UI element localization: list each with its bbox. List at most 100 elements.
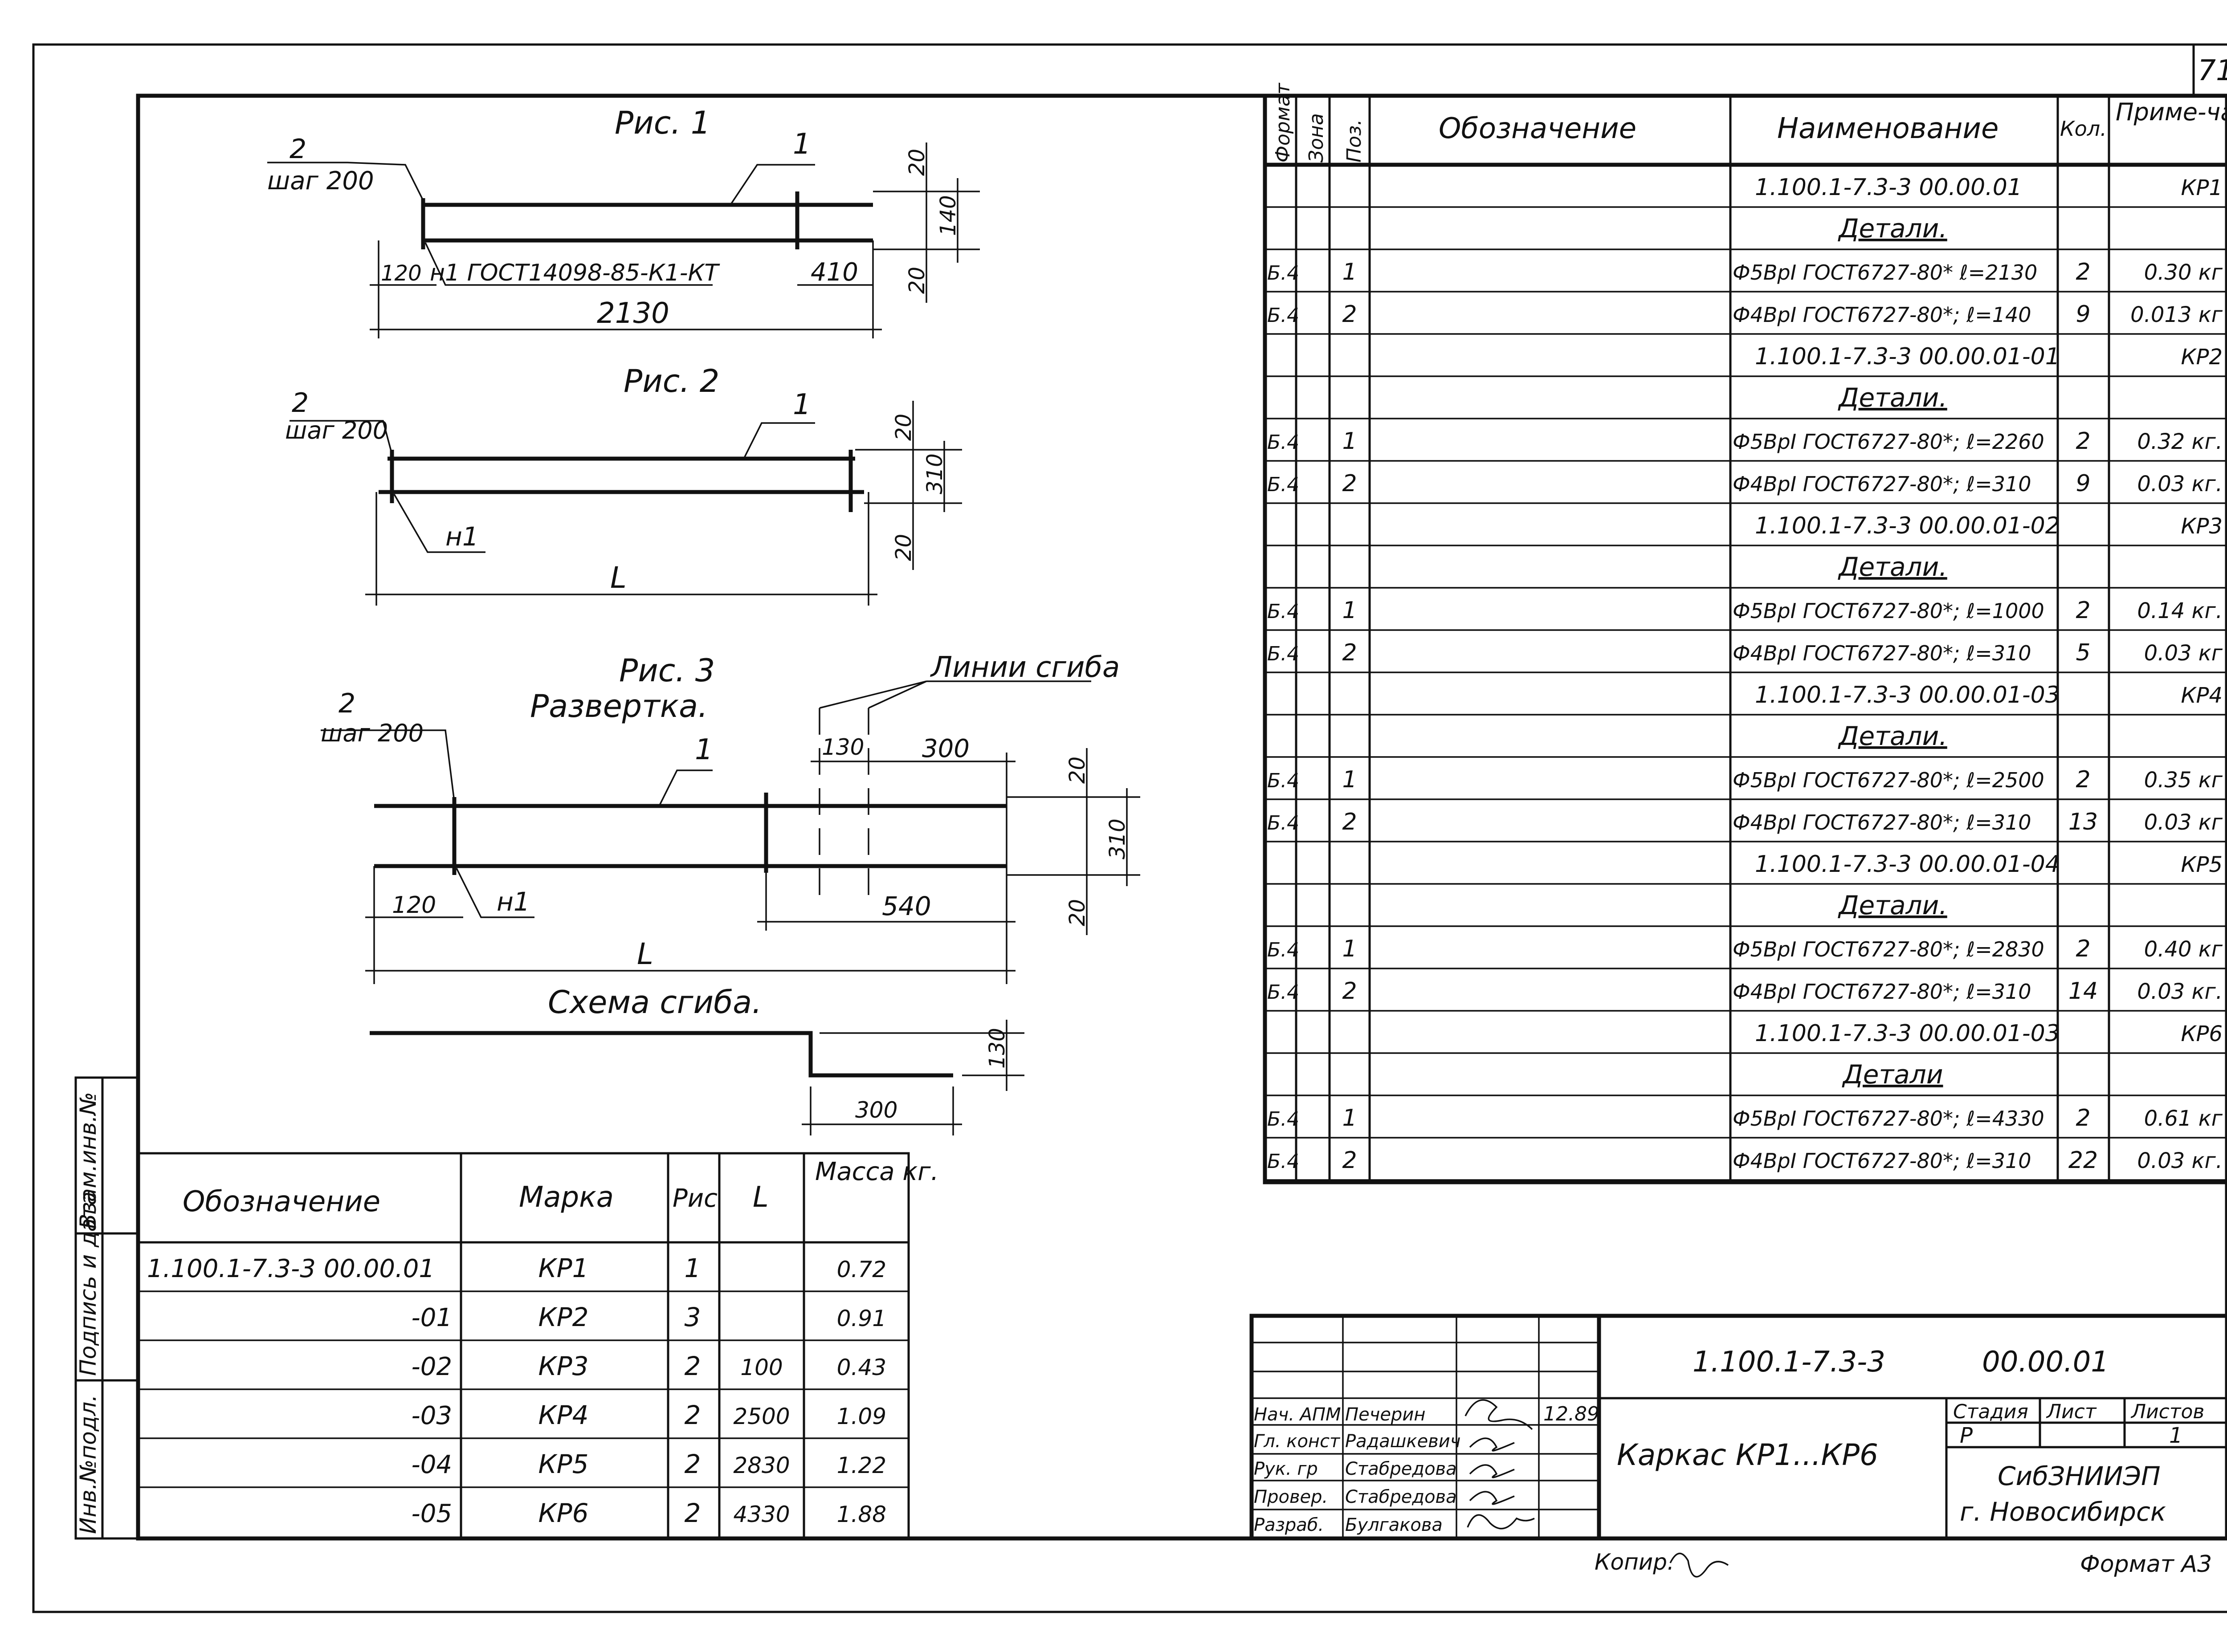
fig2-dim-top: 20 [891, 414, 916, 441]
marks-cell-fig: 2 [685, 1449, 701, 1479]
marks-cell-designation: -04 [412, 1450, 452, 1479]
tb-org-line1: СибЗНИИЭП [1998, 1461, 2161, 1491]
spec-cell-pos: 2 [1342, 1147, 1357, 1174]
spec-header-format: Формат [1272, 82, 1294, 163]
left-stamp-strip: Взам.инв.№ Подпись и дата Инв.№подл. [74, 1076, 139, 1540]
fig1-leader-2 [267, 162, 424, 201]
fig3-dim-310: 310 [1105, 818, 1130, 859]
marks-cell-mass: 0.43 [837, 1355, 886, 1380]
spec-cell-format: Б.4 [1267, 939, 1299, 961]
tb-name-2: Стабредова [1345, 1459, 1457, 1479]
fig1-weld-leader [424, 242, 713, 286]
spec-cell-note: 0.03 кг [2144, 810, 2223, 835]
fig3-weld: н1 [497, 887, 530, 917]
fig1-step: шаг 200 [267, 167, 374, 195]
spec-cell-format: Б.4 [1267, 304, 1299, 327]
spec-cell-pos: 2 [1342, 470, 1357, 497]
tb-doc-code: 1.100.1-7.3-3 [1693, 1346, 1885, 1379]
tb-role-0: Нач. АПМ [1254, 1404, 1341, 1425]
spec-cell-qty: 2 [2076, 597, 2090, 624]
tb-name-0: Печерин [1345, 1404, 1425, 1425]
spec-cell-format: Б.4 [1267, 812, 1299, 834]
spec-assembly-designation: 1.100.1-7.3-3 00.00.01-02 [1755, 513, 2060, 539]
spec-assembly-designation: 1.100.1-7.3-3 00.00.01-01 [1755, 343, 2060, 370]
spec-cell-qty: 14 [2068, 978, 2098, 1005]
marks-table: Обозначение Марка Рис L Масса кг. 1.100.… [137, 1152, 938, 1540]
fig1-leader-1 [730, 164, 815, 205]
spec-cell-note: 0.14 кг. [2137, 598, 2223, 623]
spec-cell-format: Б.4 [1267, 262, 1299, 285]
fig3-step: шаг 200 [321, 719, 424, 747]
bend-scheme: Схема сгиба. 300 130 [370, 984, 1024, 1135]
fig2-dim-L: L [610, 561, 627, 595]
fig2-dim-bottom: 20 [891, 534, 916, 561]
signature-0 [1464, 1399, 1533, 1430]
spec-header-qty: Кол. [2060, 117, 2107, 141]
fig1-pos1: 1 [793, 128, 811, 161]
marks-table-frame [137, 1152, 910, 1540]
tb-name-4: Булгакова [1345, 1515, 1443, 1535]
spec-cell-name: Ф4ВрI ГОСТ6727-80*; ℓ=310 [1733, 810, 2031, 834]
spec-cell-pos: 1 [1342, 259, 1357, 285]
spec-cell-pos: 2 [1342, 639, 1357, 666]
spec-cell-pos: 2 [1342, 809, 1357, 835]
signature-1 [1469, 1437, 1515, 1452]
spec-cell-note: 0.03 кг. [2137, 979, 2223, 1004]
spec-cell-note: 0.013 кг [2130, 302, 2223, 327]
spec-cell-format: Б.4 [1267, 643, 1299, 665]
spec-assembly-designation: 1.100.1-7.3-3 00.00.01-03 [1755, 682, 2060, 708]
spec-cell-qty: 2 [2076, 1105, 2090, 1131]
spec-cell-pos: 1 [1342, 428, 1357, 455]
spec-section-heading: Детали. [1837, 890, 1947, 920]
figure-1: Рис. 1 1 2 шаг 200 н1 ГОСТ14098-85-К1-КТ… [267, 105, 980, 338]
marks-cell-mark: КР4 [538, 1400, 588, 1430]
marks-cell-mark: КР6 [538, 1498, 588, 1528]
spec-cell-qty: 5 [2076, 639, 2090, 666]
spec-cell-note: КР1 [2181, 175, 2223, 200]
fig3-leader-1 [658, 769, 713, 806]
spec-cell-name: Ф5ВрI ГОСТ6727-80*; ℓ=2500 [1733, 768, 2044, 792]
spec-cell-qty: 13 [2068, 809, 2098, 835]
fig2-dim-310: 310 [922, 453, 947, 494]
tb-org-line2: г. Новосибирск [1960, 1497, 2166, 1527]
marks-cell-designation: -05 [412, 1499, 452, 1528]
marks-cell-fig: 2 [685, 1498, 701, 1528]
tb-format: Формат А3 [2080, 1551, 2212, 1578]
page-number: 71 [2198, 54, 2227, 87]
spec-cell-note: КР4 [2181, 683, 2223, 708]
spec-cell-pos: 1 [1342, 936, 1357, 962]
fig3-title: Рис. 3 [619, 652, 715, 689]
fig2-weld-leader [393, 494, 485, 553]
marks-header-fig: Рис [673, 1184, 718, 1213]
fig2-pos2: 2 [292, 387, 309, 419]
spec-cell-format: Б.4 [1267, 1150, 1299, 1173]
spec-cell-format: Б.4 [1267, 1108, 1299, 1131]
tb-doc-number: 00.00.01 [1982, 1346, 2109, 1379]
marks-cell-fig: 3 [685, 1302, 701, 1332]
fig2-title: Рис. 2 [624, 363, 719, 399]
spec-cell-format: Б.4 [1267, 981, 1299, 1004]
spec-cell-note: 0.03 кг. [2137, 1148, 2223, 1173]
spec-section-heading: Детали. [1837, 552, 1947, 582]
figure-2: Рис. 2 1 2 шаг 200 н1 L 20 310 20 [285, 363, 962, 606]
fig1-pos2: 2 [290, 134, 306, 165]
spec-frame [1263, 94, 2227, 1184]
marks-cell-length: 4330 [733, 1501, 790, 1527]
fig1-dim-top: 20 [905, 149, 930, 176]
marks-cell-length: 2830 [733, 1453, 790, 1478]
marks-header-length: L [753, 1181, 769, 1214]
fig3-bend-leader-a [819, 680, 927, 709]
spec-assembly-designation: 1.100.1-7.3-3 00.00.01-04 [1755, 851, 2060, 878]
tb-role-1: Гл. конст [1254, 1431, 1341, 1452]
fig1-dim-2130: 2130 [597, 297, 669, 330]
marks-cell-mass: 1.22 [837, 1453, 886, 1478]
specification-table: Формат Зона Поз. Обозначение Наименовани… [1263, 82, 2227, 1184]
spec-header-zone: Зона [1305, 113, 1328, 163]
marks-header-designation: Обозначение [183, 1185, 380, 1218]
fig3-subtitle: Развертка. [530, 688, 708, 724]
fig3-dim-top: 20 [1065, 757, 1090, 784]
spec-cell-qty: 9 [2076, 470, 2090, 497]
marks-cell-fig: 2 [685, 1400, 701, 1430]
fig3-dim-L: L [637, 937, 653, 971]
